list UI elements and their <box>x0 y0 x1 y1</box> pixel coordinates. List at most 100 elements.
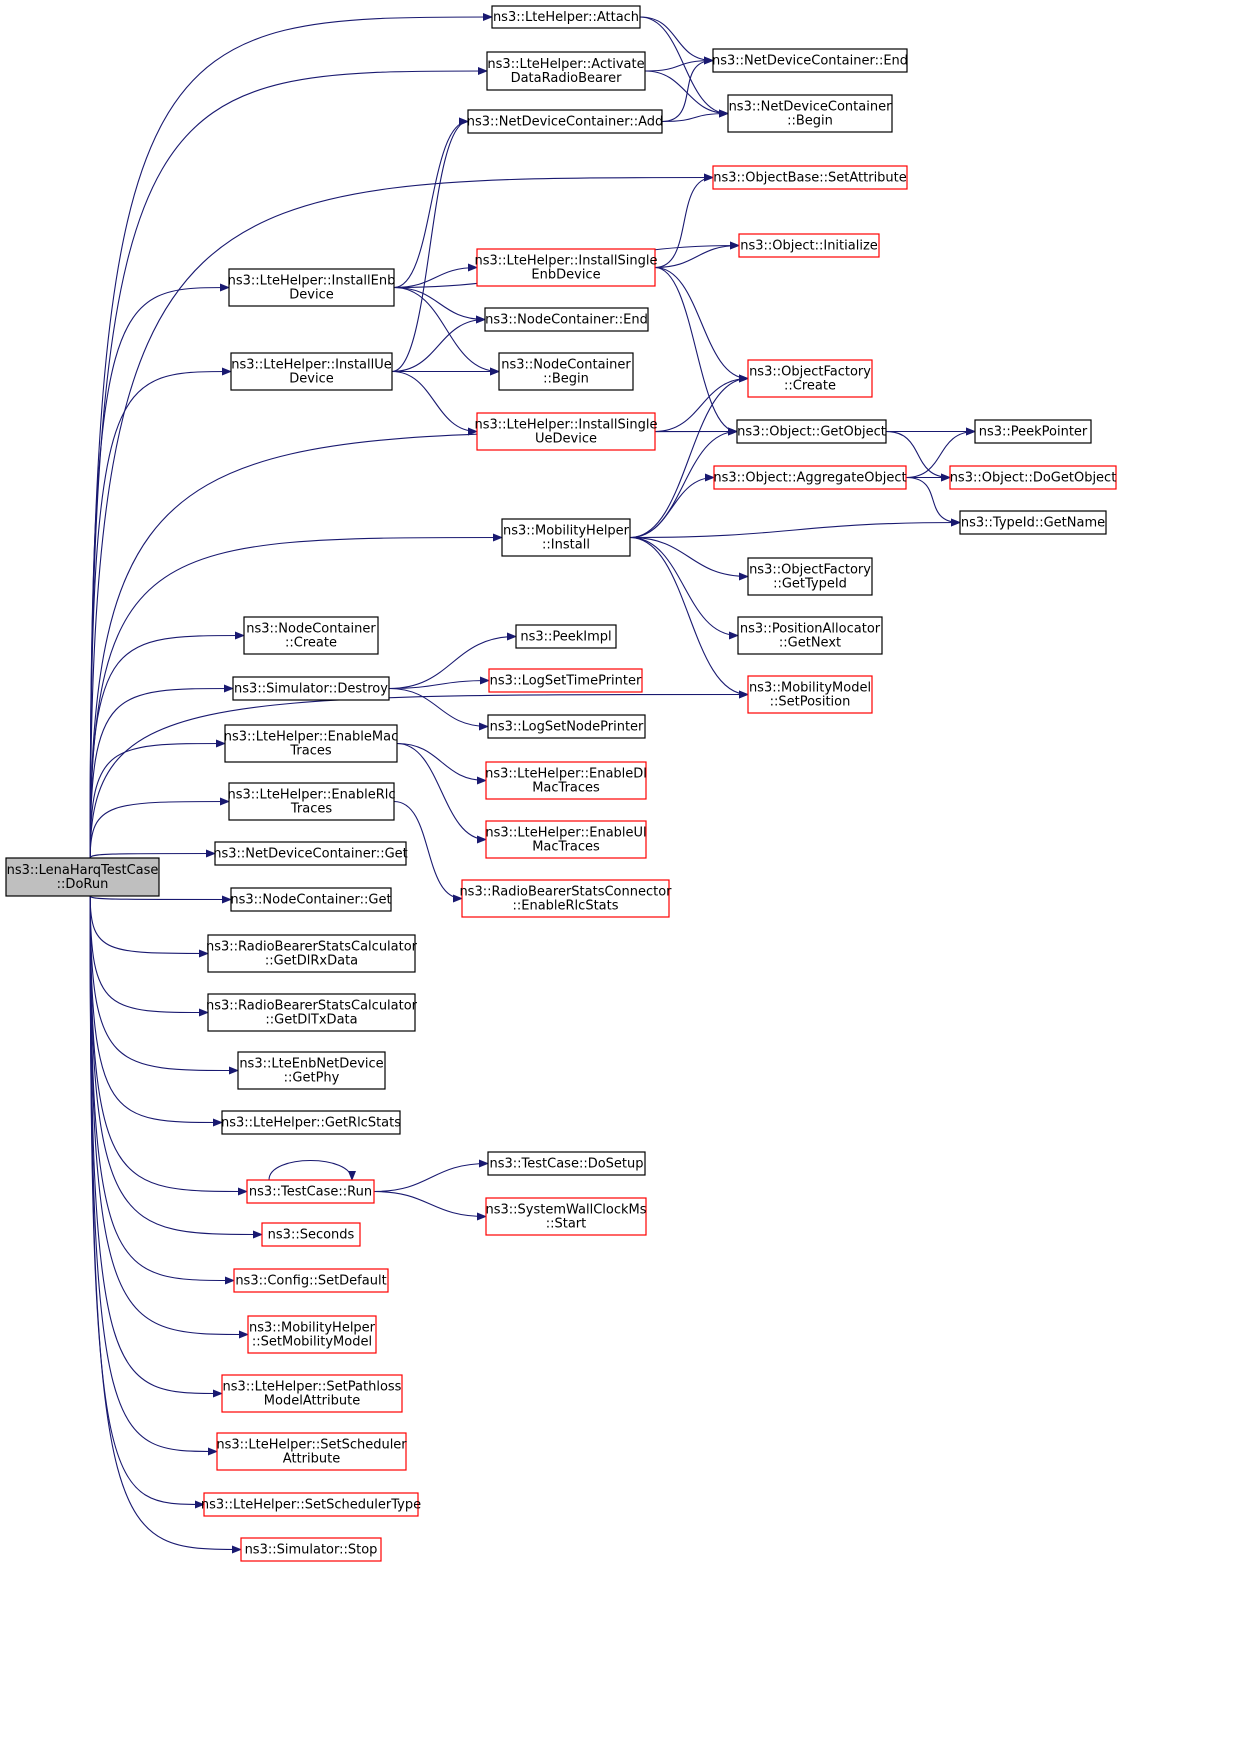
node-dorun[interactable]: ns3::LenaHarqTestCase::DoRun <box>5 857 160 897</box>
node-ndc-end[interactable]: ns3::NetDeviceContainer::End <box>712 48 908 73</box>
node-box <box>232 676 390 701</box>
node-set-pathloss[interactable]: ns3::LteHelper::SetPathlossModelAttribut… <box>221 1374 403 1413</box>
node-box <box>487 714 646 739</box>
call-edge-inst_single_ue-to-of_create <box>654 374 749 433</box>
node-mm-setpos[interactable]: ns3::MobilityModel::SetPosition <box>747 675 873 714</box>
node-ndc-get[interactable]: ns3::NetDeviceContainer::Get <box>213 841 408 866</box>
node-label-line: ns3::NodeContainer::Get <box>230 893 391 908</box>
node-enb-getphy[interactable]: ns3::LteEnbNetDevice::GetPhy <box>237 1051 386 1090</box>
node-box <box>484 307 649 332</box>
node-sim-destroy[interactable]: ns3::Simulator::Destroy <box>232 676 390 701</box>
node-rbs-dltx[interactable]: ns3::RadioBearerStatsCalculator::GetDlTx… <box>206 993 418 1032</box>
node-box <box>207 934 416 973</box>
call-edge-inst_single_enb-to-setattr <box>654 173 714 269</box>
node-label-line: ::Install <box>542 538 590 553</box>
node-label-line: ns3::NetDeviceContainer::Add <box>467 115 664 130</box>
node-label-line: ns3::LteHelper::InstallSingle <box>475 418 658 433</box>
node-label-line: ns3::LteHelper::SetSchedulerType <box>201 1498 421 1513</box>
node-logtime[interactable]: ns3::LogSetTimePrinter <box>488 668 643 693</box>
call-edge-dorun-to-ndc_get <box>89 849 216 859</box>
node-swc-start[interactable]: ns3::SystemWallClockMs::Start <box>485 1197 647 1236</box>
node-box <box>747 675 873 714</box>
node-nc-create[interactable]: ns3::NodeContainer::Create <box>243 616 379 655</box>
node-box <box>747 557 873 596</box>
nodes-layer: ns3::LenaHarqTestCase::DoRunns3::LteHelp… <box>5 5 1117 1562</box>
node-typeid-getname[interactable]: ns3::TypeId::GetName <box>959 510 1107 535</box>
node-ndc-begin[interactable]: ns3::NetDeviceContainer::Begin <box>727 94 893 133</box>
node-sim-stop[interactable]: ns3::Simulator::Stop <box>240 1537 382 1562</box>
call-edge-attach-to-ndc_end <box>639 16 714 65</box>
node-label-line: ::SetMobilityModel <box>252 1335 372 1350</box>
node-label-line: ns3::TypeId::GetName <box>961 516 1105 531</box>
node-of-create[interactable]: ns3::ObjectFactory::Create <box>747 359 873 398</box>
node-box <box>261 1222 361 1247</box>
node-set-sched-type[interactable]: ns3::LteHelper::SetSchedulerType <box>201 1492 421 1517</box>
node-peekptr[interactable]: ns3::PeekPointer <box>974 419 1092 444</box>
node-of-gettypeid[interactable]: ns3::ObjectFactory::GetTypeId <box>747 557 873 596</box>
node-dogetobject[interactable]: ns3::Object::DoGetObject <box>949 465 1117 490</box>
node-box <box>485 1197 647 1236</box>
node-label-line: ::Begin <box>543 372 589 387</box>
node-peekimpl[interactable]: ns3::PeekImpl <box>515 624 617 649</box>
node-box <box>488 668 643 693</box>
node-mob-install[interactable]: ns3::MobilityHelper::Install <box>501 518 631 557</box>
node-label-line: ns3::RadioBearerStatsConnector <box>459 885 672 900</box>
node-box <box>485 761 647 800</box>
node-aggregate[interactable]: ns3::Object::AggregateObject <box>713 465 907 490</box>
node-tc-run[interactable]: ns3::TestCase::Run <box>246 1179 375 1204</box>
node-rbsc-enable[interactable]: ns3::RadioBearerStatsConnector::EnableRl… <box>459 879 672 918</box>
node-box <box>949 465 1117 490</box>
node-label-line: Traces <box>289 744 331 759</box>
node-label-line: ns3::RadioBearerStatsCalculator <box>206 999 418 1014</box>
node-setdefault[interactable]: ns3::Config::SetDefault <box>233 1268 389 1293</box>
call-edge-tc_run-to-tc_dosetup <box>373 1159 489 1193</box>
node-seconds[interactable]: ns3::Seconds <box>261 1222 361 1247</box>
node-label-line: ns3::LteHelper::EnableUl <box>485 826 646 841</box>
node-set-mobmodel[interactable]: ns3::MobilityHelper::SetMobilityModel <box>247 1315 377 1354</box>
node-setattr[interactable]: ns3::ObjectBase::SetAttribute <box>712 165 908 190</box>
node-label-line: ns3::LteHelper::InstallUe <box>231 358 392 373</box>
node-label-line: ns3::Seconds <box>268 1228 355 1243</box>
node-nc-end[interactable]: ns3::NodeContainer::End <box>484 307 649 332</box>
node-box <box>5 857 160 897</box>
node-tc-dosetup[interactable]: ns3::TestCase::DoSetup <box>487 1151 646 1176</box>
node-attach[interactable]: ns3::LteHelper::Attach <box>491 5 641 29</box>
call-edge-inst_enb-to-inst_single_enb <box>393 263 478 289</box>
node-getrlcstats[interactable]: ns3::LteHelper::GetRlcStats <box>221 1110 401 1135</box>
call-edge-mob_install-to-typeid_getname <box>629 518 961 539</box>
node-label-line: ns3::PeekImpl <box>520 630 611 645</box>
call-edge-dorun-to-nc_get <box>89 895 232 904</box>
call-edge-dorun-to-mm_setpos <box>89 690 749 859</box>
node-label-line: ns3::ObjectBase::SetAttribute <box>713 171 907 186</box>
node-nc-begin[interactable]: ns3::NodeContainer::Begin <box>498 352 634 391</box>
call-edge-inst_enb-to-ndc_add <box>393 117 469 289</box>
node-label-line: ::GetPhy <box>284 1071 340 1086</box>
node-obj-init[interactable]: ns3::Object::Initialize <box>738 233 880 258</box>
node-getobject[interactable]: ns3::Object::GetObject <box>736 419 887 444</box>
call-edge-activate-to-ndc_begin <box>644 70 729 118</box>
node-label-line: ModelAttribute <box>264 1394 360 1409</box>
node-ndc-add[interactable]: ns3::NetDeviceContainer::Add <box>467 109 664 134</box>
node-box <box>224 724 398 763</box>
node-nc-get[interactable]: ns3::NodeContainer::Get <box>230 887 392 912</box>
node-pa-getnext[interactable]: ns3::PositionAllocator::GetNext <box>737 616 883 655</box>
call-edge-dorun-to-setattr <box>89 173 714 859</box>
node-box <box>485 820 647 859</box>
node-label-line: ::GetDlRxData <box>265 954 358 969</box>
node-box <box>467 109 663 134</box>
call-edge-tc_run-to-tc_run <box>268 1159 356 1181</box>
node-rbs-dlrx[interactable]: ns3::RadioBearerStatsCalculator::GetDlRx… <box>206 934 418 973</box>
node-lognode[interactable]: ns3::LogSetNodePrinter <box>487 714 646 739</box>
call-edge-sim_destroy-to-logtime <box>388 676 490 690</box>
call-edge-dorun-to-activate <box>89 67 488 859</box>
